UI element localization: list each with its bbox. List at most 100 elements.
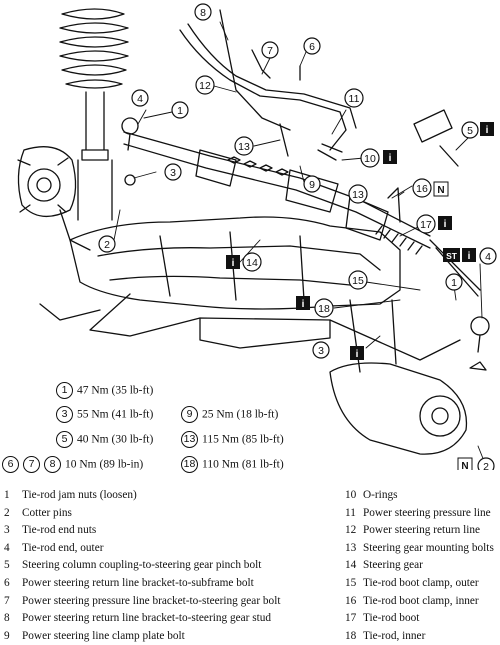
- svg-text:2: 2: [483, 461, 489, 470]
- torque-callout-number: 7: [23, 456, 40, 473]
- callout-3: 3: [164, 163, 182, 181]
- callout-7: 7: [261, 41, 279, 59]
- svg-text:i: i: [468, 251, 471, 262]
- callout-5: 5: [461, 121, 479, 139]
- svg-text:10: 10: [364, 153, 376, 165]
- svg-text:16: 16: [416, 183, 428, 195]
- torque-callout-number: 5: [56, 431, 73, 448]
- callout-4: 4: [131, 89, 149, 107]
- svg-text:5: 5: [467, 125, 473, 137]
- tie-rod-ends: [121, 117, 490, 353]
- steering-gear-rack: [123, 131, 481, 297]
- steering-gear-exploded-diagram: 8 7 6 12 11 4 1 13 10 5 3 9 13 16 17 2 4…: [17, 3, 497, 470]
- svg-text:3: 3: [170, 167, 176, 179]
- subframe: [39, 216, 461, 361]
- callout-16: 16: [412, 178, 432, 198]
- special-tool-icon: ST: [443, 248, 460, 262]
- callout-9: 9: [303, 175, 321, 193]
- svg-text:i: i: [389, 153, 392, 164]
- svg-text:i: i: [356, 349, 359, 360]
- svg-text:3: 3: [318, 345, 324, 357]
- callout-17: 17: [416, 214, 436, 234]
- svg-text:ST: ST: [446, 251, 458, 261]
- svg-text:14: 14: [246, 257, 258, 269]
- callout-3b: 3: [312, 341, 330, 359]
- svg-text:8: 8: [200, 7, 206, 19]
- callout-2b: 2: [477, 457, 495, 470]
- callout-8: 8: [194, 3, 212, 21]
- svg-text:7: 7: [267, 45, 273, 57]
- svg-text:6: 6: [309, 41, 315, 53]
- callout-10: 10: [360, 148, 380, 168]
- svg-text:12: 12: [199, 80, 211, 92]
- leader-lines: [113, 21, 487, 467]
- callout-1: 1: [171, 101, 189, 119]
- torque-callout-number: 9: [181, 406, 198, 423]
- torque-callout-number: 13: [181, 431, 198, 448]
- svg-text:15: 15: [352, 275, 364, 287]
- info-icon: i: [462, 248, 476, 262]
- power-steering-lines: [179, 9, 357, 161]
- svg-text:9: 9: [309, 179, 315, 191]
- info-icon: i: [438, 216, 452, 230]
- callout-14: 14: [242, 252, 262, 272]
- svg-text:i: i: [444, 219, 447, 230]
- callout-1b: 1: [445, 273, 463, 291]
- new-part-icon: N: [457, 457, 473, 470]
- callout-6: 6: [303, 37, 321, 55]
- torque-callout-number: 6: [2, 456, 19, 473]
- svg-text:13: 13: [352, 189, 364, 201]
- svg-text:1: 1: [451, 277, 457, 289]
- left-steering-knuckle: [17, 146, 91, 251]
- callout-13: 13: [234, 136, 254, 156]
- torque-callout-number: 1: [56, 382, 73, 399]
- info-icon: i: [480, 122, 494, 136]
- svg-text:1: 1: [177, 105, 183, 117]
- coil-spring: [59, 8, 129, 221]
- svg-text:18: 18: [318, 303, 330, 315]
- svg-text:17: 17: [420, 219, 432, 231]
- svg-text:4: 4: [137, 93, 143, 105]
- svg-text:2: 2: [104, 239, 110, 251]
- callout-2: 2: [98, 235, 116, 253]
- svg-text:i: i: [486, 125, 489, 136]
- info-icon: i: [383, 150, 397, 164]
- torque-callout-number: 8: [44, 456, 61, 473]
- svg-text:N: N: [437, 185, 444, 196]
- svg-text:i: i: [232, 258, 235, 269]
- new-part-icon: N: [433, 181, 449, 197]
- info-icon: i: [296, 296, 310, 310]
- torque-callout-number: 3: [56, 406, 73, 423]
- svg-text:i: i: [302, 299, 305, 310]
- svg-text:11: 11: [349, 93, 360, 105]
- svg-text:N: N: [461, 461, 468, 470]
- callout-18: 18: [314, 298, 334, 318]
- coupling-and-bolts: [124, 65, 487, 371]
- callout-12: 12: [195, 75, 215, 95]
- callout-13b: 13: [348, 184, 368, 204]
